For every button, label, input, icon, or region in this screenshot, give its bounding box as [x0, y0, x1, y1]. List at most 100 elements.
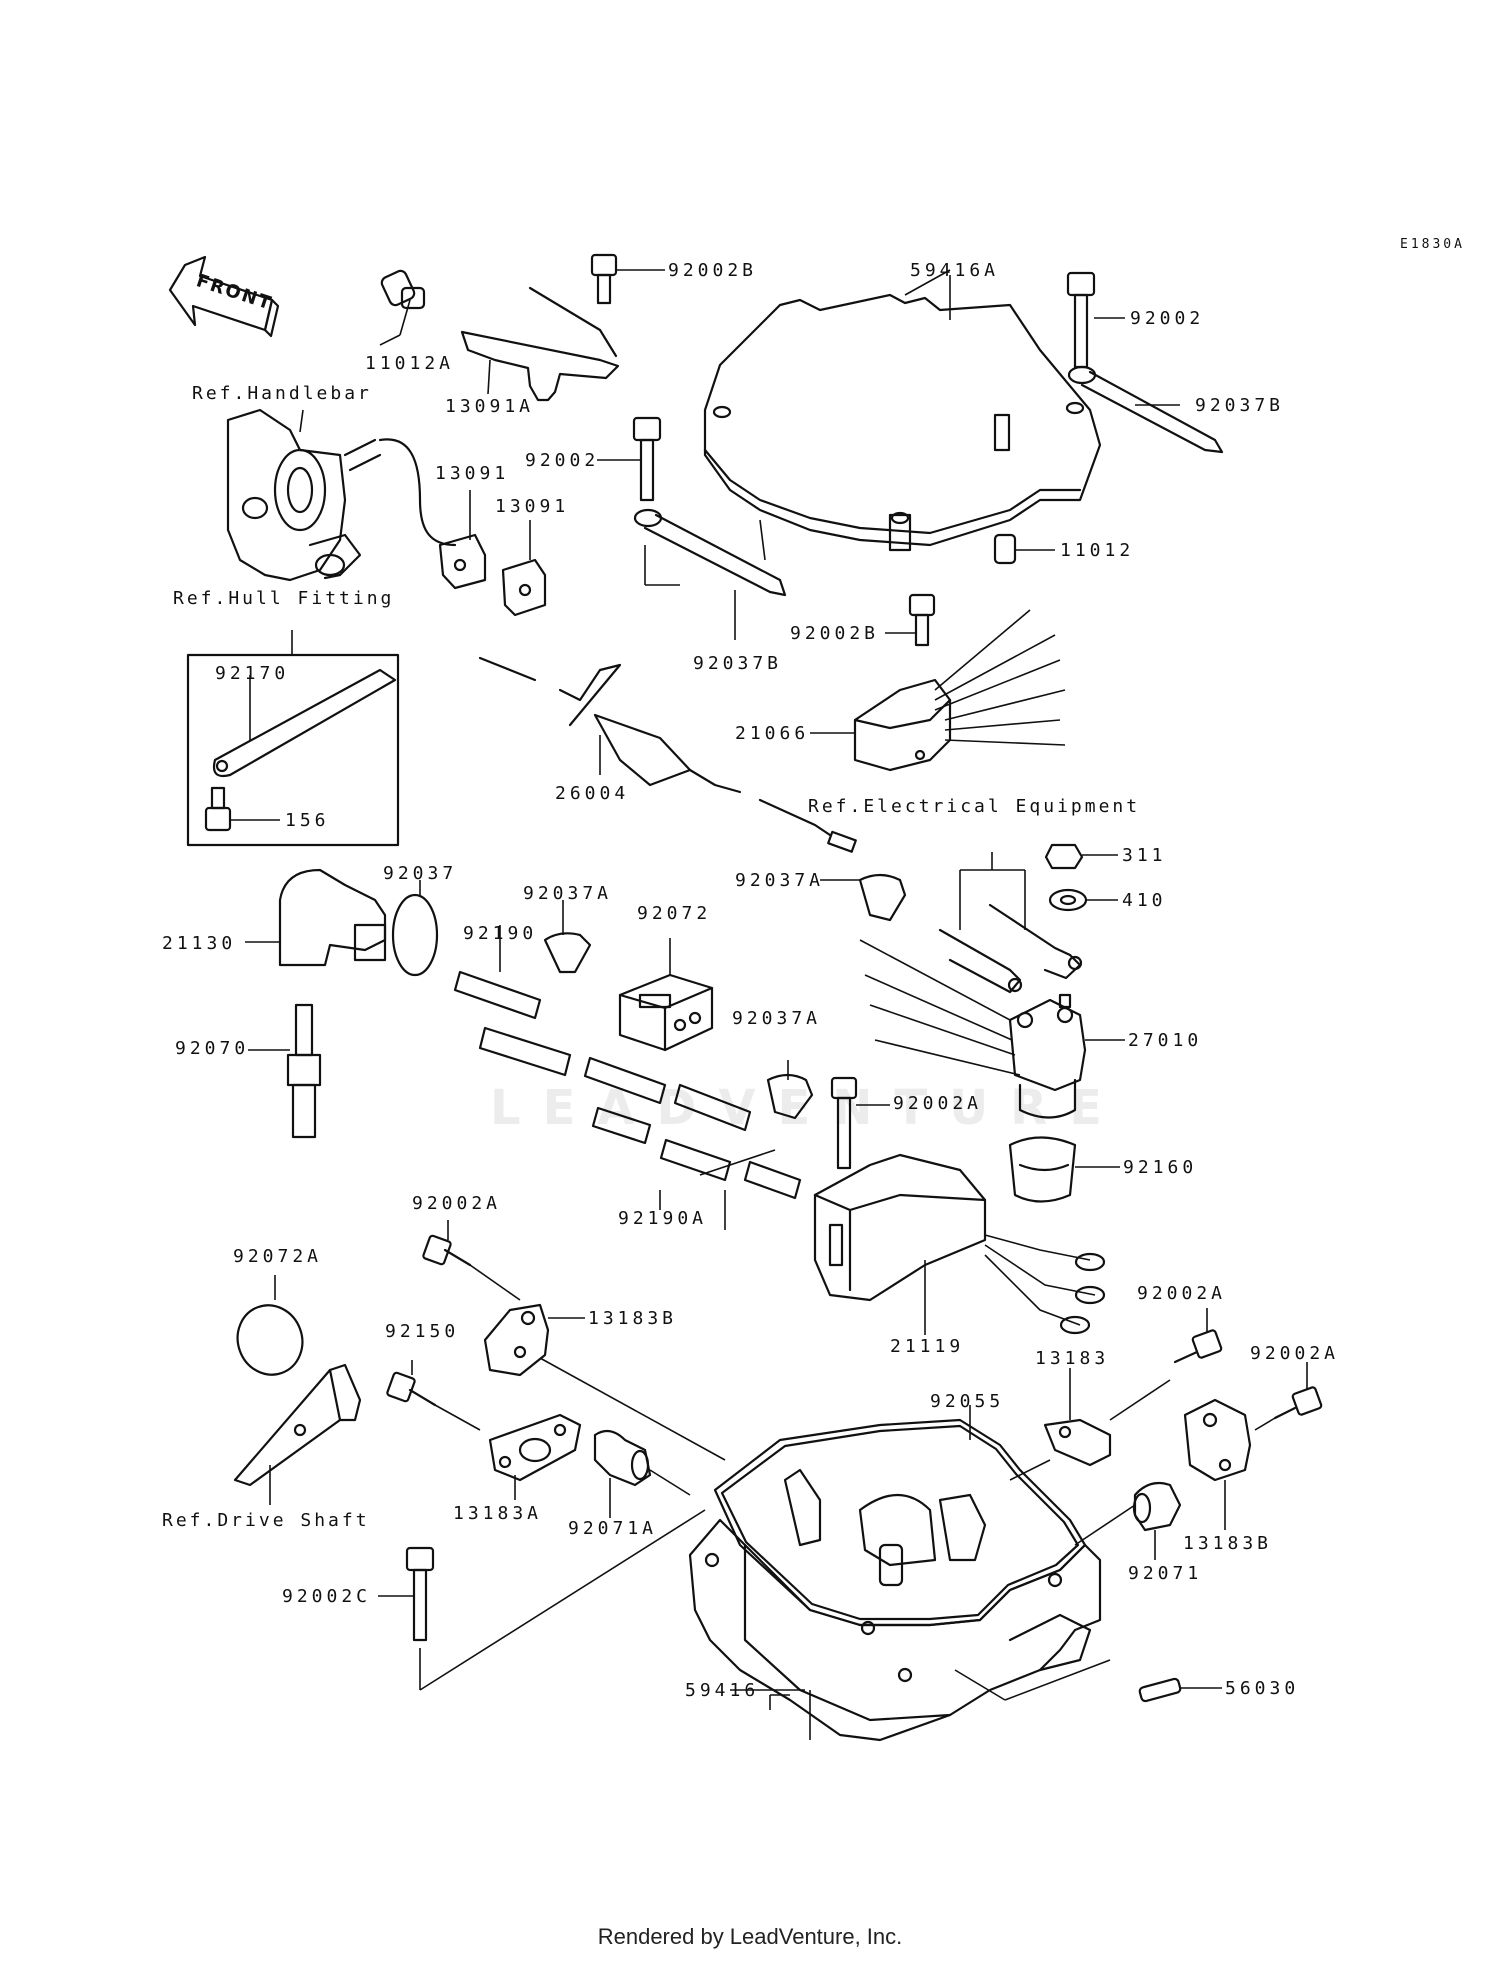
- tag-56030-icon: [1138, 1677, 1222, 1703]
- part-label-26004[interactable]: 26004: [555, 783, 630, 804]
- grommet-13091-b-icon: [501, 520, 547, 617]
- part-label-59416[interactable]: 59416: [685, 1680, 760, 1701]
- leader-lines: [379, 334, 805, 1691]
- ref-drive-shaft[interactable]: Ref.Drive Shaft: [162, 1510, 370, 1531]
- part-label-92037b-right[interactable]: 92037B: [1195, 395, 1285, 416]
- bracket-13183b-right-icon: [1183, 1398, 1252, 1530]
- part-label-92150[interactable]: 92150: [385, 1321, 460, 1342]
- strap-92037b-right-icon: [1067, 365, 1224, 454]
- diagram-code: E1830A: [1400, 237, 1465, 252]
- solenoid-27010-icon: [859, 939, 1125, 1119]
- part-label-92190[interactable]: 92190: [463, 923, 538, 944]
- part-label-92002-mid[interactable]: 92002: [525, 450, 600, 471]
- part-label-92037a-mid[interactable]: 92037A: [732, 1008, 822, 1029]
- part-label-92037b-mid[interactable]: 92037B: [693, 653, 783, 674]
- front-arrow-icon: [168, 255, 280, 338]
- drive-shaft-bracket-icon: [233, 1363, 362, 1505]
- bolt-92002-mid-icon: [597, 416, 662, 502]
- clamp-92037a-top-icon: [820, 873, 907, 922]
- part-label-410[interactable]: 410: [1122, 890, 1167, 911]
- part-label-27010[interactable]: 27010: [1128, 1030, 1203, 1051]
- part-label-156[interactable]: 156: [285, 810, 330, 831]
- bolt-92002-right-icon: [1066, 271, 1125, 369]
- part-label-59416a[interactable]: 59416A: [910, 260, 1000, 281]
- part-label-92002a-r2[interactable]: 92002A: [1250, 1343, 1340, 1364]
- electrical-equipment-wires-icon: [938, 852, 1083, 994]
- part-label-92160[interactable]: 92160: [1123, 1157, 1198, 1178]
- ref-hull-fitting[interactable]: Ref.Hull Fitting: [173, 588, 395, 609]
- part-label-13183[interactable]: 13183: [1035, 1348, 1110, 1369]
- part-label-92071a[interactable]: 92071A: [568, 1518, 658, 1539]
- part-label-92002a-left[interactable]: 92002A: [412, 1193, 502, 1214]
- ref-electrical-equipment[interactable]: Ref.Electrical Equipment: [808, 796, 1141, 817]
- part-label-21130[interactable]: 21130: [162, 933, 237, 954]
- cap-92160-icon: [1008, 1136, 1120, 1203]
- part-label-13183b-left[interactable]: 13183B: [588, 1308, 678, 1329]
- part-label-92072[interactable]: 92072: [637, 903, 712, 924]
- bracket-plate-13091a-icon: [460, 286, 620, 402]
- module-21066-icon: [810, 609, 1066, 772]
- bolt-92002b-top-icon: [590, 253, 665, 305]
- bolt-92002a-r1-icon: [1173, 1308, 1223, 1364]
- part-label-56030[interactable]: 56030: [1225, 1678, 1300, 1699]
- part-label-11012[interactable]: 11012: [1060, 540, 1135, 561]
- strap-92037b-mid-icon: [633, 508, 787, 640]
- bolt-92150-icon: [386, 1360, 481, 1431]
- clamp-92037-icon: [391, 880, 439, 977]
- ref-handlebar[interactable]: Ref.Handlebar: [192, 383, 372, 404]
- ecu-case-59416-icon: [688, 1468, 1111, 1742]
- clamp-92037a-left-icon: [543, 900, 592, 974]
- part-label-92037[interactable]: 92037: [383, 863, 458, 884]
- part-label-13091-b[interactable]: 13091: [495, 496, 570, 517]
- part-label-92002b-mid[interactable]: 92002B: [790, 623, 880, 644]
- part-label-92037a-left[interactable]: 92037A: [523, 883, 613, 904]
- nut-311-icon: [1044, 843, 1118, 870]
- plate-13183a-icon: [488, 1413, 582, 1500]
- part-label-92190a[interactable]: 92190A: [618, 1208, 708, 1229]
- part-label-92002a-mid[interactable]: 92002A: [893, 1093, 983, 1114]
- clamp-92037a-mid-icon: [766, 1060, 814, 1120]
- part-label-92070[interactable]: 92070: [175, 1038, 250, 1059]
- part-label-92002a-r1[interactable]: 92002A: [1137, 1283, 1227, 1304]
- spark-plug-92070-icon: [248, 1003, 322, 1139]
- part-label-92002-right[interactable]: 92002: [1130, 308, 1205, 329]
- part-label-311[interactable]: 311: [1122, 845, 1167, 866]
- part-label-13183b-right[interactable]: 13183B: [1183, 1533, 1273, 1554]
- part-label-21066[interactable]: 21066: [735, 723, 810, 744]
- part-label-92170[interactable]: 92170: [215, 663, 290, 684]
- coil-box-21119-icon: [813, 1153, 1106, 1335]
- bolt-92002c-icon: [378, 1509, 706, 1691]
- handlebar-switch-housing-icon: [226, 408, 457, 582]
- part-label-92002b-top[interactable]: 92002B: [668, 260, 758, 281]
- bolt-92002a-r2-icon: [1254, 1362, 1323, 1431]
- part-label-92037a-top[interactable]: 92037A: [735, 870, 825, 891]
- part-label-92072a[interactable]: 92072A: [233, 1246, 323, 1267]
- part-label-92055[interactable]: 92055: [930, 1391, 1005, 1412]
- band-92072a-icon: [236, 1275, 304, 1376]
- part-label-92071[interactable]: 92071: [1128, 1563, 1203, 1584]
- ecu-cover-59416a-icon: [703, 269, 1102, 552]
- bolt-92002b-mid-icon: [885, 593, 936, 647]
- part-label-21119[interactable]: 21119: [890, 1336, 965, 1357]
- watermark: LEADVENTURE: [490, 1080, 1124, 1136]
- part-label-13091a[interactable]: 13091A: [445, 396, 535, 417]
- gasket-92055-icon: [713, 1405, 1087, 1627]
- washer-410-icon: [1048, 888, 1118, 912]
- grommet-13091-a-icon: [438, 490, 487, 590]
- bolt-92002a-mid-icon: [830, 1076, 890, 1170]
- tubes-92190-icon: [453, 925, 802, 1200]
- throttle-cable-26004-icon: [478, 656, 857, 853]
- part-label-13183a[interactable]: 13183A: [453, 1503, 543, 1524]
- bracket-13183b-left-icon: [483, 1303, 726, 1461]
- part-label-92002c[interactable]: 92002C: [282, 1586, 372, 1607]
- plug-cap-21130-icon: [245, 868, 387, 967]
- plate-13183-icon: [1009, 1368, 1171, 1481]
- damper-92071-icon: [1074, 1481, 1182, 1560]
- spacer-11012-icon: [993, 533, 1055, 565]
- grommet-11012a-icon: [380, 269, 426, 336]
- part-label-11012a[interactable]: 11012A: [365, 353, 455, 374]
- damper-92071a-icon: [593, 1429, 691, 1518]
- bolt-92002a-left-icon: [422, 1220, 521, 1301]
- part-label-13091-a[interactable]: 13091: [435, 463, 510, 484]
